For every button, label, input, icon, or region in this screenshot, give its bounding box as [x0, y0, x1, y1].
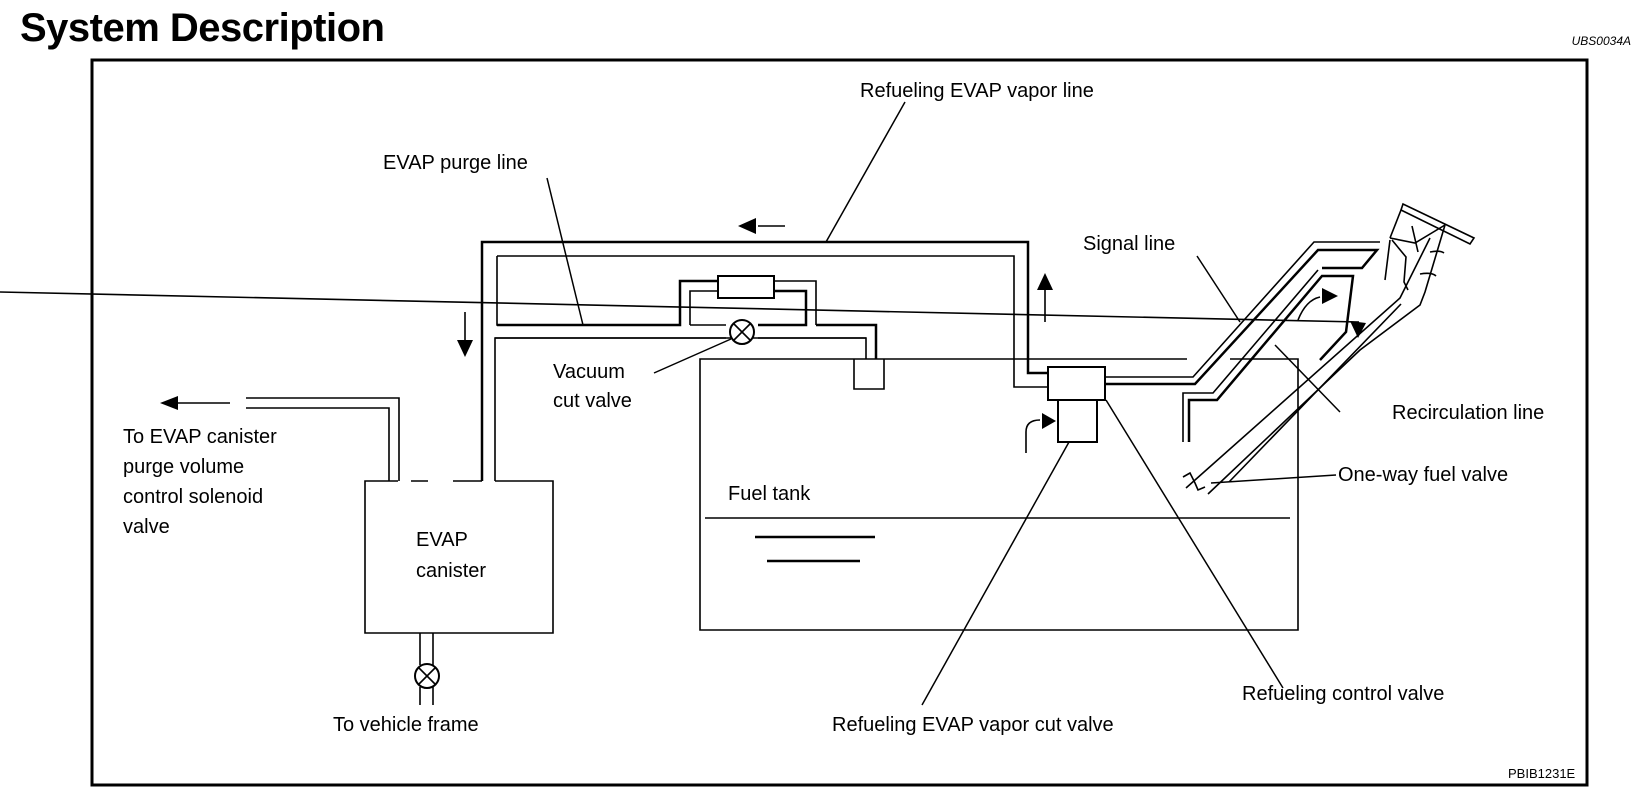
- recirculation-line-pipe: [1182, 269, 1355, 442]
- label-evap-canister-1: EVAP: [416, 529, 468, 551]
- label-signal-line: Signal line: [1083, 233, 1175, 255]
- label-to-solenoid-3: control solenoid: [123, 486, 263, 508]
- leader-recirculation-line: [1274, 344, 1341, 413]
- leader-signal-line: [1196, 255, 1241, 323]
- evap-canister: [364, 480, 554, 634]
- filler-neck: [1182, 202, 1476, 495]
- refueling-control-valve: [1047, 366, 1106, 401]
- leader-refueling-evap-vapor-line: [825, 101, 906, 243]
- page-title: System Description: [20, 6, 385, 50]
- label-refueling-evap-vapor-line: Refueling EVAP vapor line: [860, 80, 1094, 102]
- vacuum-cut-valve-icon: [729, 319, 755, 345]
- flow-arrow-down-icon: [0, 291, 1366, 338]
- leader-vacuum-cut-valve: [653, 338, 732, 374]
- label-evap-canister-2: canister: [416, 560, 486, 582]
- tank-port: [853, 359, 885, 390]
- evap-purge-line-pipe: [495, 275, 878, 359]
- flow-arrow-curved-icon: [1025, 413, 1056, 453]
- leader-refueling-evap-vapor-cut-valve: [921, 441, 1070, 706]
- leader-one-way-fuel-valve: [1210, 474, 1337, 484]
- drain-pipe: [419, 633, 434, 705]
- drain-valve-icon: [414, 663, 440, 689]
- label-refueling-control-valve: Refueling control valve: [1242, 683, 1444, 705]
- figure-frame: [90, 58, 1589, 787]
- purge-outlet-pipe: [246, 397, 400, 481]
- flow-arrow-up-icon: [1037, 273, 1053, 322]
- label-refueling-evap-vapor-cut-valve: Refueling EVAP vapor cut valve: [832, 714, 1114, 736]
- bypass-valve: [717, 275, 775, 299]
- label-to-solenoid-2: purge volume: [123, 456, 244, 478]
- refueling-evap-vapor-cut-valve: [1057, 399, 1098, 443]
- leader-evap-purge-line: [546, 177, 584, 326]
- label-fuel-tank: Fuel tank: [728, 483, 811, 505]
- figure-code: PBIB1231E: [1508, 766, 1576, 781]
- signal-line-pipe: [1105, 241, 1380, 386]
- flow-arrow-top-left-icon: [738, 218, 785, 234]
- label-to-solenoid-4: valve: [123, 516, 170, 538]
- label-to-solenoid-1: To EVAP canister: [123, 426, 277, 448]
- flow-arrow-left-icon: [160, 396, 230, 410]
- flow-arrow-right-icon: [1297, 288, 1338, 321]
- label-to-vehicle-frame: To vehicle frame: [333, 714, 479, 736]
- leader-refueling-control-valve: [1105, 399, 1284, 689]
- label-vacuum-cut-valve-2: cut valve: [553, 390, 632, 412]
- label-evap-purge-line: EVAP purge line: [383, 152, 528, 174]
- label-vacuum-cut-valve-1: Vacuum: [553, 361, 625, 383]
- fuel-tank: [699, 358, 1299, 631]
- flow-arrow-down-left-icon: [457, 312, 473, 357]
- label-recirculation-line: Recirculation line: [1392, 402, 1544, 424]
- label-one-way-fuel-valve: One-way fuel valve: [1338, 464, 1508, 486]
- section-code: UBS0034A: [1571, 34, 1631, 48]
